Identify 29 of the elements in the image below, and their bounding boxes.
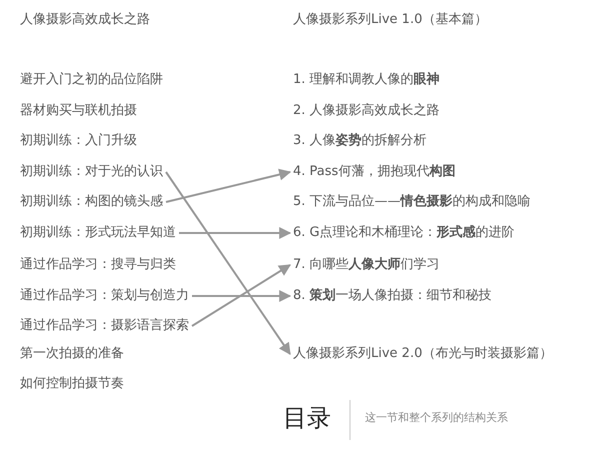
topic-text: 第一次拍摄的准备 xyxy=(20,345,124,363)
chapter-text: 3. 人像姿势的拆解分析 xyxy=(293,132,427,150)
topic-text: 初期训练：构图的镜头感 xyxy=(20,193,163,211)
arrow xyxy=(166,168,292,203)
topic-text: 通过作品学习：摄影语言探索 xyxy=(20,317,189,335)
column-heading: 人像摄影高效成长之路 xyxy=(20,11,150,29)
chapter-text: 6. G点理论和木桶理论：形式感的进阶 xyxy=(293,224,515,242)
topic-text: 初期训练：对于光的认识 xyxy=(20,163,163,181)
topic-text: 器材购买与联机拍摄 xyxy=(20,102,137,120)
arrow xyxy=(191,264,292,327)
chapter-text: 5. 下流与品位——情色摄影的构成和隐喻 xyxy=(293,193,531,211)
chapter-text: 1. 理解和调教人像的眼神 xyxy=(293,71,440,89)
topic-text: 如何控制拍摄节奏 xyxy=(20,375,124,393)
chapter-text: 8. 策划一场人像拍摄：细节和秘技 xyxy=(293,287,492,305)
arrow xyxy=(192,290,292,302)
chapter-text: 2. 人像摄影高效成长之路 xyxy=(293,102,440,120)
title: 目录 xyxy=(283,404,331,432)
arrow xyxy=(179,227,292,239)
subtitle: 这一节和整个系列的结构关系 xyxy=(365,410,508,426)
chapter-text: 4. Pass何藩，拥抱现代构图 xyxy=(293,163,456,181)
arrow xyxy=(165,171,291,355)
topic-text: 通过作品学习：策划与创造力 xyxy=(20,287,189,305)
chapter-text: 7. 向哪些人像大师们学习 xyxy=(293,256,440,274)
topic-text: 初期训练：形式玩法早知道 xyxy=(20,224,176,242)
chapter-text: 人像摄影系列Live 2.0（布光与时装摄影篇） xyxy=(293,345,552,363)
topic-text: 通过作品学习：搜寻与归类 xyxy=(20,256,176,274)
topic-text: 避开入门之初的品位陷阱 xyxy=(20,71,163,89)
topic-text: 初期训练：入门升级 xyxy=(20,132,137,150)
column-heading: 人像摄影系列Live 1.0（基本篇） xyxy=(293,11,488,29)
